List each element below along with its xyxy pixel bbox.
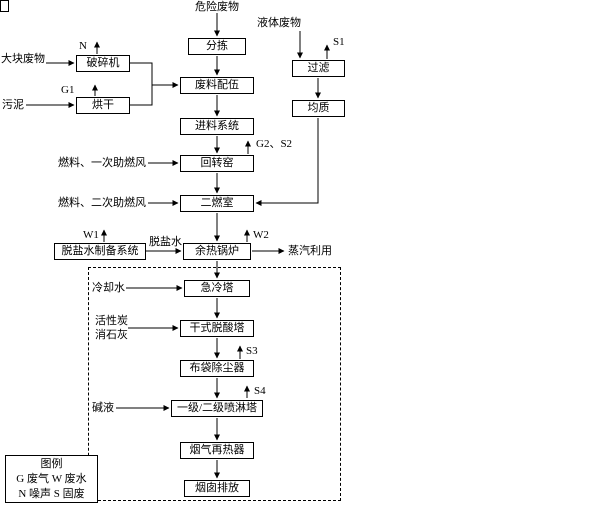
- label-emission-g1: G1: [61, 84, 75, 96]
- node-dryer: 烘干: [76, 97, 130, 114]
- label-cooling-water: 冷却水: [92, 282, 125, 294]
- node-spray-tower: 一级/二级喷淋塔: [171, 400, 263, 417]
- line-crusher-dryer-junction: [130, 62, 153, 106]
- label-emission-n: N: [79, 40, 87, 52]
- label-hazardous-waste: 危险废物: [195, 1, 239, 13]
- node-crusher: 破碎机: [76, 55, 130, 72]
- node-dry-deacid-tower: 干式脱酸塔: [180, 320, 254, 337]
- node-feed-system: 进料系统: [180, 118, 254, 135]
- legend-line-2: N 噪声 S 固废: [18, 488, 85, 500]
- node-flue-gas-reheater: 烟气再热器: [180, 442, 254, 459]
- node-filter: 过滤: [292, 60, 345, 77]
- flue-gas-treatment-dashed-boundary: [88, 267, 341, 501]
- label-bulky-waste: 大块废物: [1, 53, 45, 65]
- node-waste-heat-boiler: 余热锅炉: [183, 243, 251, 260]
- label-slaked-lime: 消石灰: [95, 329, 128, 341]
- label-emission-w2: W2: [253, 229, 269, 241]
- arrow-homogenizer-to-chamber: [255, 118, 319, 206]
- node-quench-tower: 急冷塔: [184, 280, 250, 297]
- label-liquid-waste: 液体废物: [257, 17, 301, 29]
- node-rotary-kiln: 回转窑: [180, 155, 254, 172]
- node-blending: 废料配伍: [180, 77, 254, 94]
- label-fuel-secondary-air: 燃料、二次助燃风: [58, 197, 146, 209]
- label-desalted-water: 脱盐水: [149, 236, 182, 248]
- label-alkali-liquor: 碱液: [92, 402, 114, 414]
- label-emission-g2-s2: G2、S2: [256, 138, 293, 150]
- label-emission-s3: S3: [246, 345, 258, 357]
- label-sludge: 污泥: [2, 99, 24, 111]
- label-emission-s4: S4: [254, 385, 266, 397]
- corner-mark: [0, 0, 9, 12]
- label-steam-use: 蒸汽利用: [288, 245, 332, 257]
- label-emission-w1: W1: [83, 229, 99, 241]
- legend-line-1: G 废气 W 废水: [16, 473, 87, 485]
- label-emission-s1: S1: [333, 36, 345, 48]
- node-bag-filter: 布袋除尘器: [180, 360, 254, 377]
- node-desalted-water-system: 脱盐水制备系统: [54, 243, 146, 260]
- node-sorting: 分拣: [188, 38, 246, 55]
- label-activated-carbon: 活性炭: [95, 315, 128, 327]
- node-stack-emission: 烟囱排放: [184, 480, 250, 497]
- node-homogenizer: 均质: [292, 100, 345, 117]
- label-fuel-primary-air: 燃料、一次助燃风: [58, 157, 146, 169]
- legend-title: 图例: [40, 458, 63, 470]
- legend-box: 图例 G 废气 W 废水 N 噪声 S 固废: [5, 455, 98, 503]
- node-secondary-chamber: 二燃室: [180, 195, 254, 212]
